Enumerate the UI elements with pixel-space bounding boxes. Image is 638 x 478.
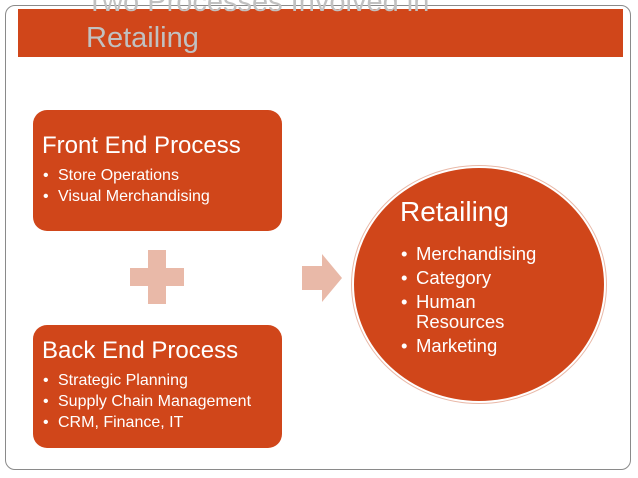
title-bar: Two Processes Involved in Retailing	[18, 0, 623, 57]
front-end-bullets: Store Operations Visual Merchandising	[42, 165, 272, 207]
back-end-bullet: CRM, Finance, IT	[42, 412, 272, 433]
back-end-bullets: Strategic Planning Supply Chain Manageme…	[42, 370, 272, 433]
back-end-bullet: Strategic Planning	[42, 370, 272, 391]
retailing-bullet-text: Human Resources	[416, 291, 505, 332]
slide-title: Two Processes Involved in Retailing	[86, 0, 430, 54]
retailing-bullet: Category	[400, 268, 536, 289]
back-end-title: Back End Process	[42, 337, 239, 364]
back-end-process-box: Back End Process Strategic Planning Supp…	[33, 325, 282, 448]
retailing-bullet: Human Resources	[400, 292, 516, 332]
retailing-bullet: Marketing	[400, 336, 536, 357]
right-arrow-icon	[302, 254, 342, 302]
front-end-bullet: Visual Merchandising	[42, 186, 272, 207]
retailing-circle: Retailing Merchandising Category Human R…	[352, 166, 606, 403]
retailing-title: Retailing	[400, 196, 509, 227]
front-end-process-box: Front End Process Store Operations Visua…	[33, 110, 282, 231]
retailing-bullets: Merchandising Category Human Resources M…	[400, 244, 536, 360]
back-end-bullet: Supply Chain Management	[42, 391, 272, 412]
front-end-bullet: Store Operations	[42, 165, 272, 186]
plus-icon	[130, 250, 184, 304]
retailing-bullet: Merchandising	[400, 244, 536, 265]
front-end-title: Front End Process	[42, 132, 241, 159]
